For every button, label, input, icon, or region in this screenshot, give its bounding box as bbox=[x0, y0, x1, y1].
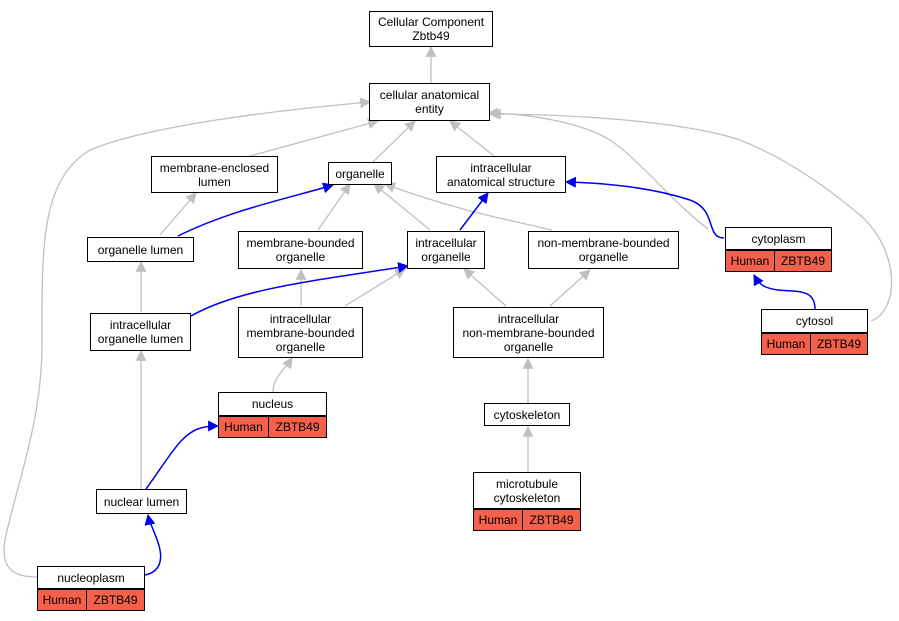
edge-cytosol-cyto bbox=[753, 274, 816, 310]
edge-io-ias bbox=[459, 192, 489, 231]
annotation-gene: ZBTB49 bbox=[269, 416, 327, 438]
node-intracellular-non-membrane-bounded-organelle[interactable]: intracellular non-membrane-bounded organ… bbox=[453, 307, 604, 358]
edge-nmbo-org bbox=[383, 182, 553, 231]
edge-orglumen-mel bbox=[159, 192, 197, 236]
edge-mel-cae bbox=[249, 118, 380, 157]
annotation-species: Human bbox=[761, 333, 811, 355]
node-non-membrane-bounded-organelle[interactable]: non-membrane-bounded organelle bbox=[528, 231, 679, 269]
annotation-nucleoplasm: Human ZBTB49 bbox=[37, 589, 145, 611]
annotation-gene: ZBTB49 bbox=[775, 250, 832, 272]
annotation-species: Human bbox=[725, 250, 775, 272]
edge-mbo-org bbox=[317, 183, 351, 231]
annotation-microtubule-cytoskeleton: Human ZBTB49 bbox=[473, 509, 581, 531]
annotation-gene: ZBTB49 bbox=[87, 589, 145, 611]
edge-cyto-ias bbox=[564, 176, 725, 239]
node-membrane-bounded-organelle[interactable]: membrane-bounded organelle bbox=[238, 231, 363, 269]
edge-io-org bbox=[373, 183, 431, 231]
node-nuclear-lumen[interactable]: nuclear lumen bbox=[96, 489, 187, 514]
edge-org-cae bbox=[372, 120, 416, 163]
annotation-gene: ZBTB49 bbox=[523, 509, 581, 531]
annotation-species: Human bbox=[473, 509, 523, 531]
annotation-gene: ZBTB49 bbox=[811, 333, 868, 355]
node-membrane-enclosed-lumen[interactable]: membrane-enclosed lumen bbox=[151, 156, 278, 193]
annotation-species: Human bbox=[37, 589, 87, 611]
edge-imbo-io bbox=[344, 268, 406, 307]
edge-nucleus-imbo bbox=[272, 357, 293, 393]
node-organelle[interactable]: organelle bbox=[328, 162, 392, 185]
node-organelle-lumen[interactable]: organelle lumen bbox=[87, 237, 194, 262]
edge-inmbo-nmbo bbox=[549, 269, 591, 307]
node-microtubule-cytoskeleton[interactable]: microtubule cytoskeleton bbox=[473, 472, 581, 509]
node-intracellular-organelle[interactable]: intracellular organelle bbox=[407, 231, 485, 269]
edge-cyto-cae bbox=[486, 107, 709, 230]
node-nucleus[interactable]: nucleus bbox=[218, 392, 327, 416]
edge-orglumen-org bbox=[177, 182, 335, 237]
node-intracellular-organelle-lumen[interactable]: intracellular organelle lumen bbox=[90, 313, 191, 351]
annotation-nucleus: Human ZBTB49 bbox=[218, 416, 327, 438]
annotation-cytoplasm: Human ZBTB49 bbox=[725, 250, 832, 272]
edge-inmbo-io bbox=[463, 268, 507, 307]
node-cytosol[interactable]: cytosol bbox=[761, 309, 868, 333]
edge-ias-cae bbox=[449, 120, 495, 157]
edge-cytosol-cae bbox=[489, 108, 893, 322]
edge-iol-io bbox=[190, 262, 410, 317]
edge-np-nl bbox=[144, 513, 162, 576]
node-cellular-component[interactable]: Cellular Component Zbtb49 bbox=[369, 11, 493, 47]
node-intracellular-membrane-bounded-organelle[interactable]: intracellular membrane-bounded organelle bbox=[238, 307, 363, 358]
edge-nl-nucleus bbox=[145, 420, 220, 490]
node-intracellular-anatomical-structure[interactable]: intracellular anatomical structure bbox=[436, 156, 566, 193]
annotation-species: Human bbox=[218, 416, 269, 438]
edge-np-cae bbox=[3, 97, 372, 578]
annotation-cytosol: Human ZBTB49 bbox=[761, 333, 868, 355]
node-nucleoplasm[interactable]: nucleoplasm bbox=[37, 566, 145, 589]
node-cytoskeleton[interactable]: cytoskeleton bbox=[484, 403, 570, 426]
node-cellular-anatomical-entity[interactable]: cellular anatomical entity bbox=[369, 83, 490, 121]
node-cytoplasm[interactable]: cytoplasm bbox=[725, 227, 832, 250]
